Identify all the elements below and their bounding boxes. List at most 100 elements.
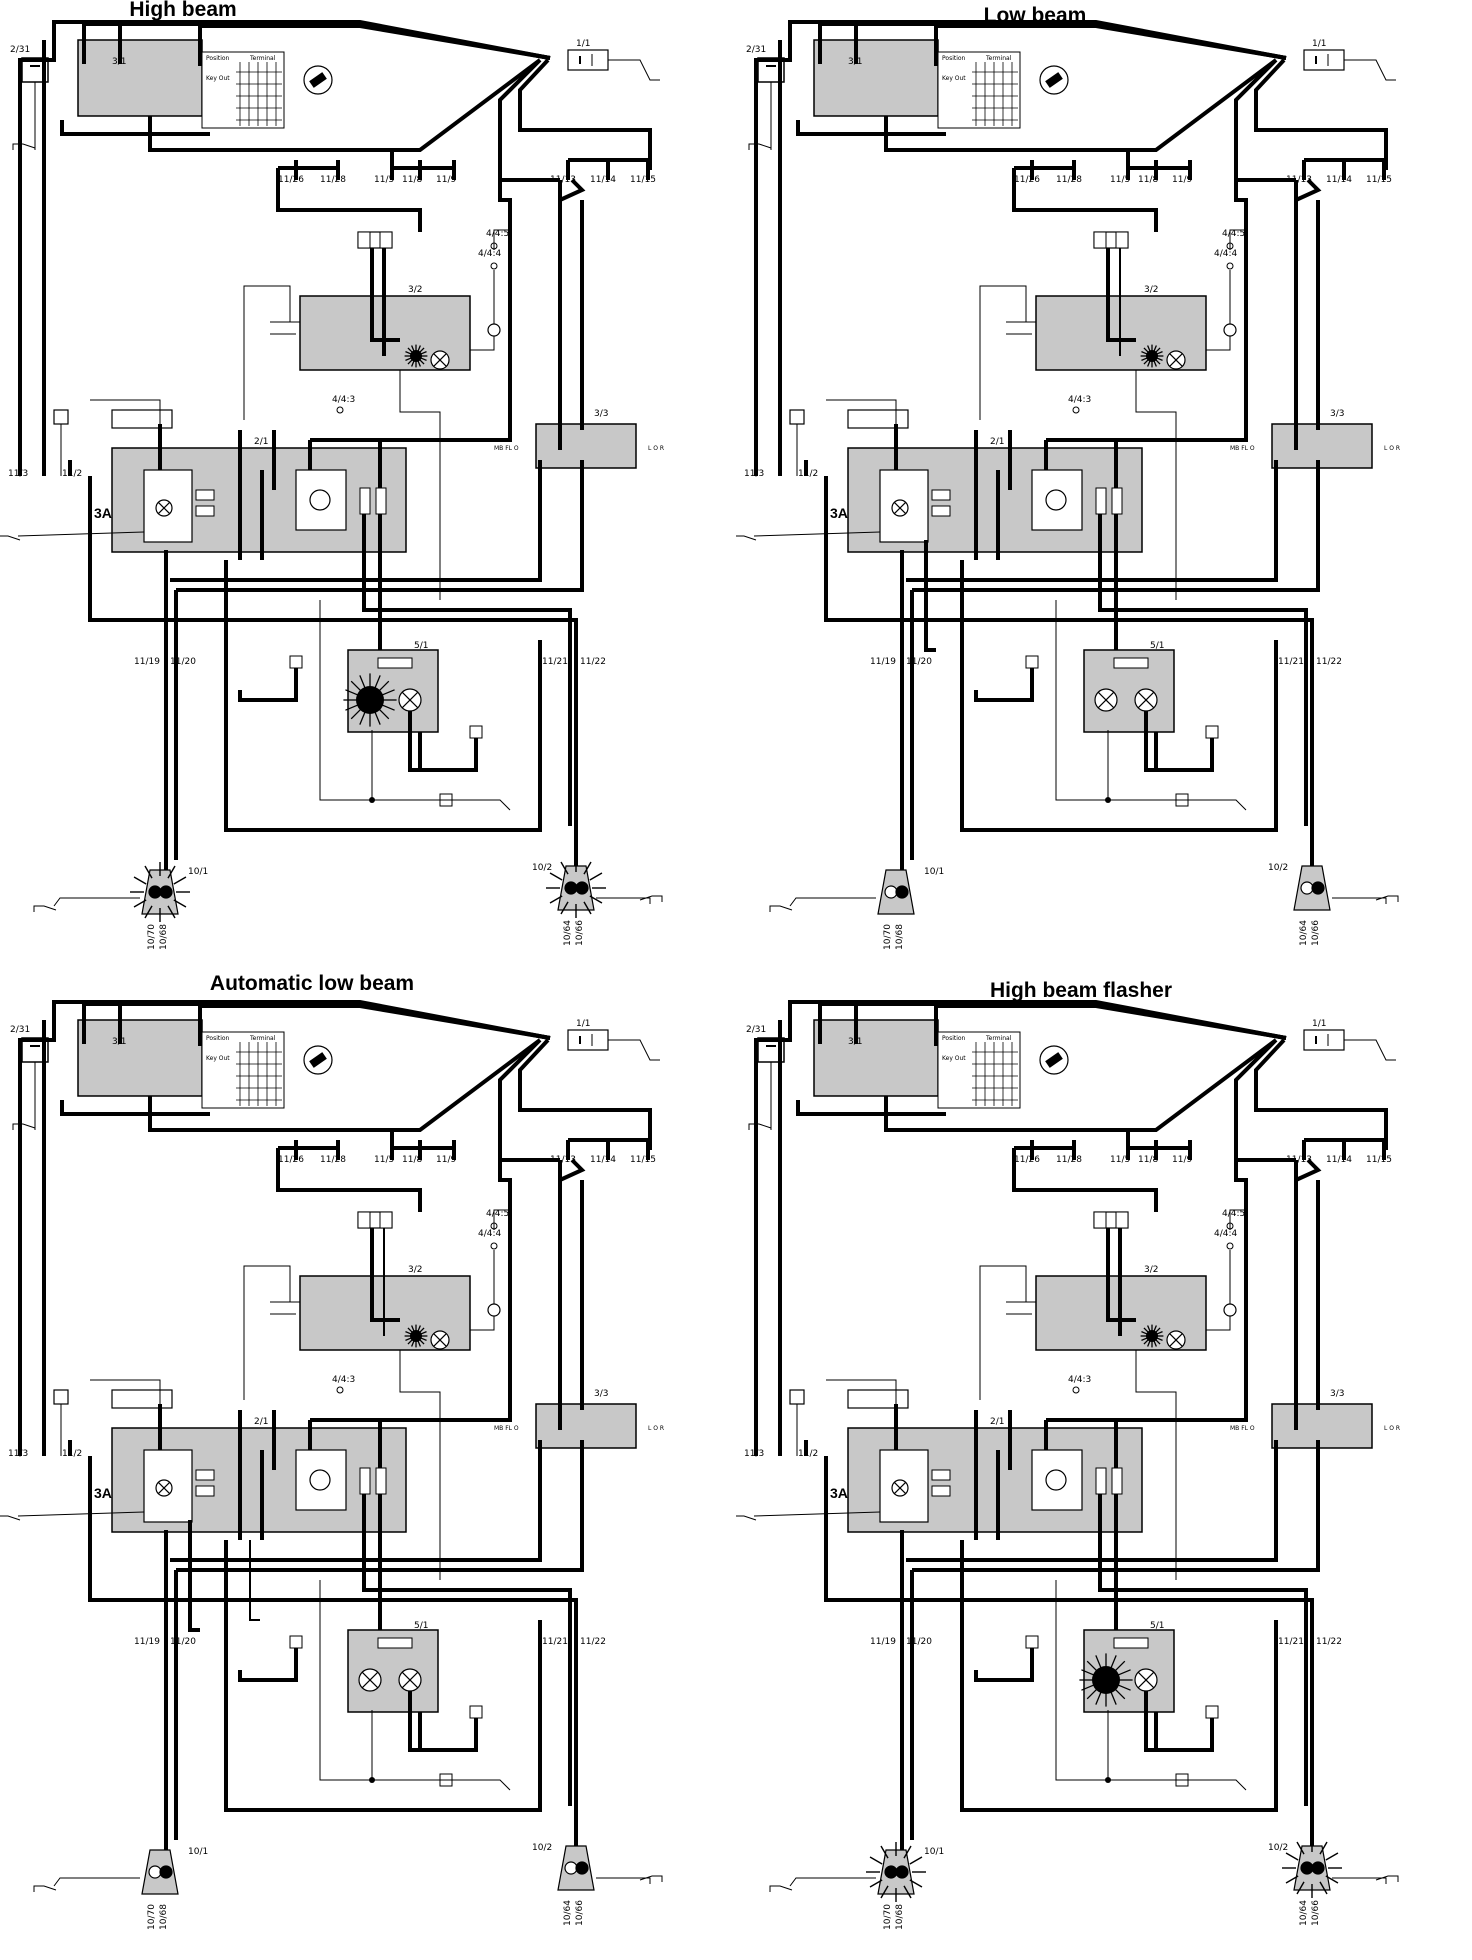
feed-wire	[60, 120, 210, 136]
connector-label: 11/14	[590, 1155, 616, 1165]
control-wire	[170, 460, 542, 582]
bulb-code-label: 10/70	[883, 1904, 893, 1930]
ground-point-label: 4/4:4	[1214, 249, 1238, 259]
harness-wire	[1012, 168, 1158, 232]
battery-feed-wire	[1254, 58, 1388, 170]
battery-label: 1/1	[1312, 1019, 1326, 1029]
low-beam-indicator-icon	[398, 1668, 422, 1692]
bulb-code-label: 10/68	[159, 924, 169, 950]
connector-label: 11/19	[870, 657, 896, 667]
switch-pin-labels: MB FL O	[1230, 1425, 1255, 1432]
fuse-box	[359, 487, 371, 515]
battery-feed-wire	[198, 24, 551, 66]
timer-relay-icon	[1045, 1469, 1067, 1491]
switch-feed-wire	[559, 178, 586, 202]
ground-point	[490, 262, 498, 270]
headlamp-feed-wire	[88, 1456, 578, 1850]
indicator-wire	[1144, 1691, 1214, 1752]
connector-block	[111, 409, 173, 429]
indicator-wire	[974, 1648, 1034, 1682]
indicator-window	[377, 1637, 413, 1649]
battery-box	[567, 1029, 609, 1051]
ignition-keyout-label: Key Out	[206, 1055, 230, 1062]
ground-point-label: 4/4:5	[486, 1209, 509, 1219]
bulb-code-label: 10/70	[147, 1904, 157, 1930]
indicator-wire	[238, 1648, 298, 1682]
connector-label: 11/15	[630, 175, 656, 185]
connector-pin	[1093, 231, 1107, 249]
wire	[17, 1511, 145, 1517]
coil-lamp-icon	[891, 1479, 909, 1497]
ground-icon	[639, 895, 663, 902]
ground-icon	[769, 1885, 793, 1892]
connector-label: 11/20	[170, 1637, 196, 1647]
light-switch-box	[1271, 1403, 1373, 1449]
wire	[1344, 59, 1396, 81]
ground-point-label: 4/4:4	[1214, 1229, 1238, 1239]
connector-label: 11/28	[1056, 1155, 1082, 1165]
wire	[399, 370, 441, 600]
harness-wire	[276, 168, 422, 232]
low-beam-indicator-icon	[1134, 1668, 1158, 1692]
indicator-wire	[238, 668, 298, 702]
bulb-code-label: 10/70	[147, 924, 157, 950]
connector-label: 11/9	[1172, 175, 1192, 185]
switch-feed-wire	[1295, 178, 1322, 202]
connector-plug	[1205, 1705, 1219, 1719]
relay-lamp-icon	[1166, 350, 1186, 370]
switch-pin-labels: MB FL O	[494, 445, 519, 452]
headlamp-label: 10/2	[1268, 863, 1288, 873]
ignition-keyout-label: Key Out	[942, 1055, 966, 1062]
headlamp-label: 10/2	[532, 1843, 552, 1853]
low-beam-indicator-icon	[1134, 688, 1158, 712]
headlamp-feed-wire	[960, 1540, 1278, 1812]
wire	[53, 1877, 140, 1887]
wire	[1332, 1877, 1387, 1884]
bulb-code-label: 10/66	[1311, 920, 1321, 946]
connector-label: 11/9	[1172, 1155, 1192, 1165]
relay-wire	[370, 1228, 400, 1322]
ground-icon	[736, 1515, 757, 1521]
connector-label: 11/28	[1056, 175, 1082, 185]
relay-wire	[1106, 1228, 1136, 1322]
wire	[979, 285, 1036, 420]
connector-plug	[1025, 655, 1039, 669]
connector-label: 11/22	[1316, 657, 1342, 667]
connector-label: 11/13	[1286, 1155, 1312, 1165]
wire	[826, 399, 897, 440]
connector-label: 11/2	[798, 1449, 818, 1459]
light-switch-box	[1271, 423, 1373, 469]
switch-feed-wire	[559, 1158, 586, 1182]
connector-label: 11/9	[436, 175, 456, 185]
relay-contact-box	[195, 1485, 215, 1497]
ground-point	[1072, 406, 1080, 414]
headlamp-feed-wire	[824, 476, 1314, 870]
ground-icon	[769, 905, 793, 912]
connector-label: 11/28	[320, 1155, 346, 1165]
indicator-window	[1113, 1637, 1149, 1649]
fuse-box	[1111, 487, 1123, 515]
control-wire	[1098, 1494, 1308, 1806]
control-wire	[380, 100, 512, 442]
connector-label: 11/2	[62, 469, 82, 479]
connector-block	[847, 1389, 909, 1409]
ground-icon	[736, 535, 757, 541]
ground-point-label: 4/4:3	[332, 395, 355, 405]
switch-pin-labels: MB FL O	[1230, 445, 1255, 452]
indicator-label: 5/1	[1150, 641, 1164, 651]
connector-label: 11/8	[402, 1155, 422, 1165]
connector-plug	[789, 1389, 805, 1405]
wire	[90, 1379, 161, 1420]
low-beam-active-wire	[924, 540, 936, 652]
connector-label: 11/14	[1326, 1155, 1352, 1165]
connector-plug	[289, 655, 303, 669]
switch-pin-labels: L O R	[1384, 445, 1400, 452]
bulb-code-label: 10/66	[1311, 1900, 1321, 1926]
connector-label: 11/13	[550, 175, 576, 185]
connector-label: 11/2	[62, 1449, 82, 1459]
indicator-lamp-icon	[1223, 1303, 1237, 1317]
